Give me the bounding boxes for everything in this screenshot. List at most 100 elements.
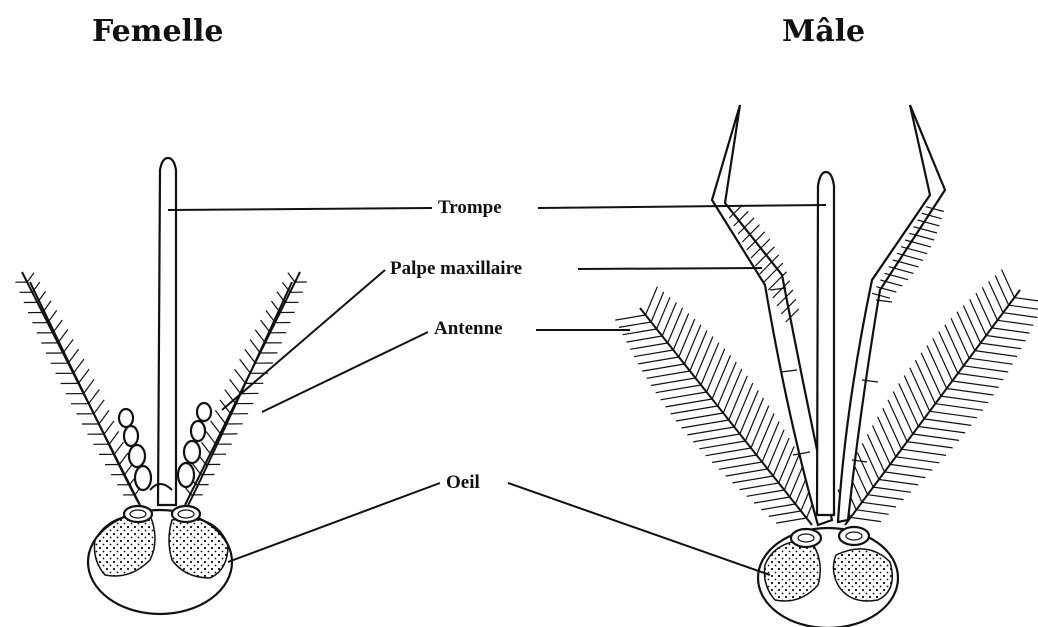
hair-stroke — [671, 406, 718, 414]
hair-stroke — [927, 346, 947, 389]
hair-stroke — [63, 339, 73, 353]
hair-stroke — [48, 310, 57, 322]
hair-stroke — [773, 438, 789, 476]
hair-stroke — [902, 449, 947, 455]
hair-stroke — [634, 350, 673, 357]
hair-stroke — [206, 432, 216, 445]
hair-stroke — [642, 364, 684, 371]
hair-stroke — [690, 331, 707, 372]
hair-stroke — [888, 400, 907, 442]
hair-stroke — [245, 349, 256, 363]
hair-stroke — [885, 472, 926, 478]
hair-stroke — [84, 379, 95, 393]
hair-stroke — [740, 390, 758, 434]
hair-stroke — [907, 442, 953, 448]
hair-stroke — [37, 292, 45, 303]
hair-stroke — [240, 359, 251, 373]
hair-stroke — [933, 338, 952, 381]
hair-stroke — [114, 442, 123, 454]
hair-stroke — [733, 476, 774, 483]
hair-stroke — [862, 502, 896, 507]
label-trompe: Trompe — [438, 197, 502, 219]
hair-stroke — [957, 312, 975, 351]
hair-stroke — [918, 427, 965, 433]
hair-stroke — [924, 419, 971, 426]
hair-stroke — [963, 306, 980, 344]
hair-stroke — [53, 320, 63, 333]
leader-oeil-left — [228, 483, 440, 562]
hair-stroke — [964, 366, 1009, 372]
hair-stroke — [975, 351, 1017, 357]
hair-stroke — [647, 371, 690, 378]
hair-stroke — [615, 315, 645, 320]
hair-stroke — [784, 455, 799, 490]
hair-stroke — [757, 414, 775, 456]
hair-stroke — [668, 308, 683, 343]
hair-stroke — [947, 389, 994, 396]
hair-stroke — [729, 376, 748, 420]
hair-stroke — [120, 453, 129, 465]
hair-stroke — [1009, 305, 1038, 309]
male-proboscis — [817, 172, 834, 515]
hair-stroke — [910, 368, 930, 412]
hair-stroke — [89, 390, 100, 404]
female-antenna-right — [184, 272, 307, 505]
hair-stroke — [687, 427, 734, 435]
hair-stroke — [104, 421, 114, 434]
hair-stroke — [851, 517, 882, 521]
hair-stroke — [896, 457, 940, 463]
hair-stroke — [982, 287, 997, 320]
female-antenna-left — [15, 272, 141, 505]
hair-stroke — [661, 392, 707, 400]
hair-stroke — [94, 400, 104, 414]
hair-stroke — [682, 420, 729, 428]
hair-stroke — [873, 487, 911, 492]
hair-stroke — [73, 359, 84, 373]
hair-stroke — [619, 322, 651, 327]
hair-stroke — [745, 398, 763, 441]
hair-stroke — [676, 413, 723, 421]
hair-stroke — [719, 462, 762, 469]
hair-stroke — [879, 480, 918, 485]
hair-stroke — [43, 301, 52, 313]
hair-stroke — [99, 410, 109, 424]
hair-stroke — [712, 355, 730, 399]
hair-stroke — [768, 430, 785, 469]
hair-stroke — [712, 455, 756, 463]
hair-stroke — [626, 336, 662, 342]
hair-stroke — [630, 343, 668, 349]
hair-stroke — [638, 357, 679, 364]
hair-stroke — [997, 320, 1033, 325]
hair-stroke — [941, 396, 988, 403]
hair-stroke — [1014, 298, 1038, 302]
leader-antenne-left — [262, 332, 428, 412]
hair-stroke — [951, 318, 969, 358]
leader-trompe-right — [538, 205, 826, 208]
hair-stroke — [981, 343, 1022, 349]
hair-stroke — [666, 399, 713, 407]
hair-stroke — [679, 319, 695, 357]
hair-stroke — [970, 299, 986, 335]
hair-stroke — [913, 434, 959, 440]
hair-stroke — [769, 511, 801, 516]
hair-stroke — [899, 383, 919, 426]
hair-stroke — [992, 328, 1030, 333]
hair-stroke — [945, 325, 964, 366]
label-palpe-maxillaire: Palpe maxillaire — [390, 258, 522, 280]
hair-stroke — [288, 273, 295, 282]
hair-stroke — [751, 406, 769, 448]
hair-stroke — [723, 369, 742, 413]
hair-stroke — [701, 343, 719, 385]
hair-stroke — [779, 446, 794, 483]
hair-stroke — [78, 369, 89, 383]
hair-stroke — [868, 495, 904, 500]
hair-stroke — [734, 383, 753, 427]
hair-stroke — [935, 404, 983, 411]
hair-stroke — [1003, 313, 1037, 318]
hair-stroke — [989, 281, 1003, 312]
hair-stroke — [726, 469, 768, 476]
hair-stroke — [230, 379, 241, 393]
hair-stroke — [893, 392, 912, 435]
hair-stroke — [915, 360, 935, 404]
